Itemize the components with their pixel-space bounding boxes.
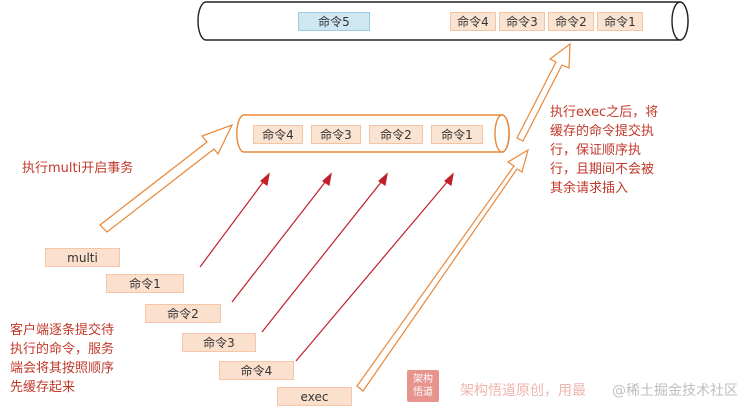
transaction-queue-item: 命令3 (311, 125, 361, 144)
client-command: 命令3 (182, 333, 256, 352)
watermark-community-text: @稀土掘金技术社区 (612, 383, 738, 399)
exec-note: 执行exec之后，将 缓存的命令提交执 行，保证顺序执 行，且期间不会被 其余请… (550, 103, 658, 198)
client-note-line: 端会将其按照顺序 (10, 361, 115, 376)
transaction-queue-item: 命令4 (253, 125, 303, 144)
command-arrows (199, 172, 454, 362)
watermark-logo-line: 悟道 (413, 387, 433, 398)
server-queue-item: 命令1 (597, 12, 643, 31)
commit-hollow-arrow (516, 42, 571, 142)
server-queue-item: 命令2 (548, 12, 594, 31)
exec-note-line: 行，且期间不会被 (550, 162, 655, 177)
client-command: 命令1 (106, 274, 184, 293)
watermark-logo: 架构 悟道 (407, 370, 439, 402)
client-note-line: 执行的命令，服务 (10, 342, 115, 357)
client-command-multi: multi (45, 248, 120, 267)
exec-hollow-arrow (356, 148, 529, 392)
client-note-line: 客户端逐条提交待 (10, 323, 115, 338)
client-command-exec: exec (277, 387, 352, 406)
watermark-text: 架构悟道原创，用最 (460, 383, 586, 399)
exec-note-line: 其余请求插入 (550, 181, 629, 196)
server-queue-pending-command: 命令5 (298, 12, 370, 31)
exec-note-line: 执行exec之后，将 (550, 105, 659, 120)
exec-note-line: 缓存的命令提交执 (550, 124, 655, 139)
transaction-queue-item: 命令1 (431, 125, 483, 144)
transaction-queue-item: 命令2 (369, 125, 423, 144)
client-note: 客户端逐条提交待 执行的命令，服务 端会将其按照顺序 先缓存起来 (10, 321, 114, 397)
exec-note-line: 行，保证顺序执 (550, 143, 642, 158)
server-queue-item: 命令3 (499, 12, 545, 31)
client-note-line: 先缓存起来 (10, 380, 76, 395)
client-command: 命令2 (145, 304, 221, 323)
multi-hollow-arrow (99, 123, 234, 233)
server-queue-item: 命令4 (450, 12, 496, 31)
multi-note: 执行multi开启事务 (22, 161, 134, 176)
client-command: 命令4 (219, 361, 294, 380)
watermark-logo-line: 架构 (413, 374, 433, 385)
